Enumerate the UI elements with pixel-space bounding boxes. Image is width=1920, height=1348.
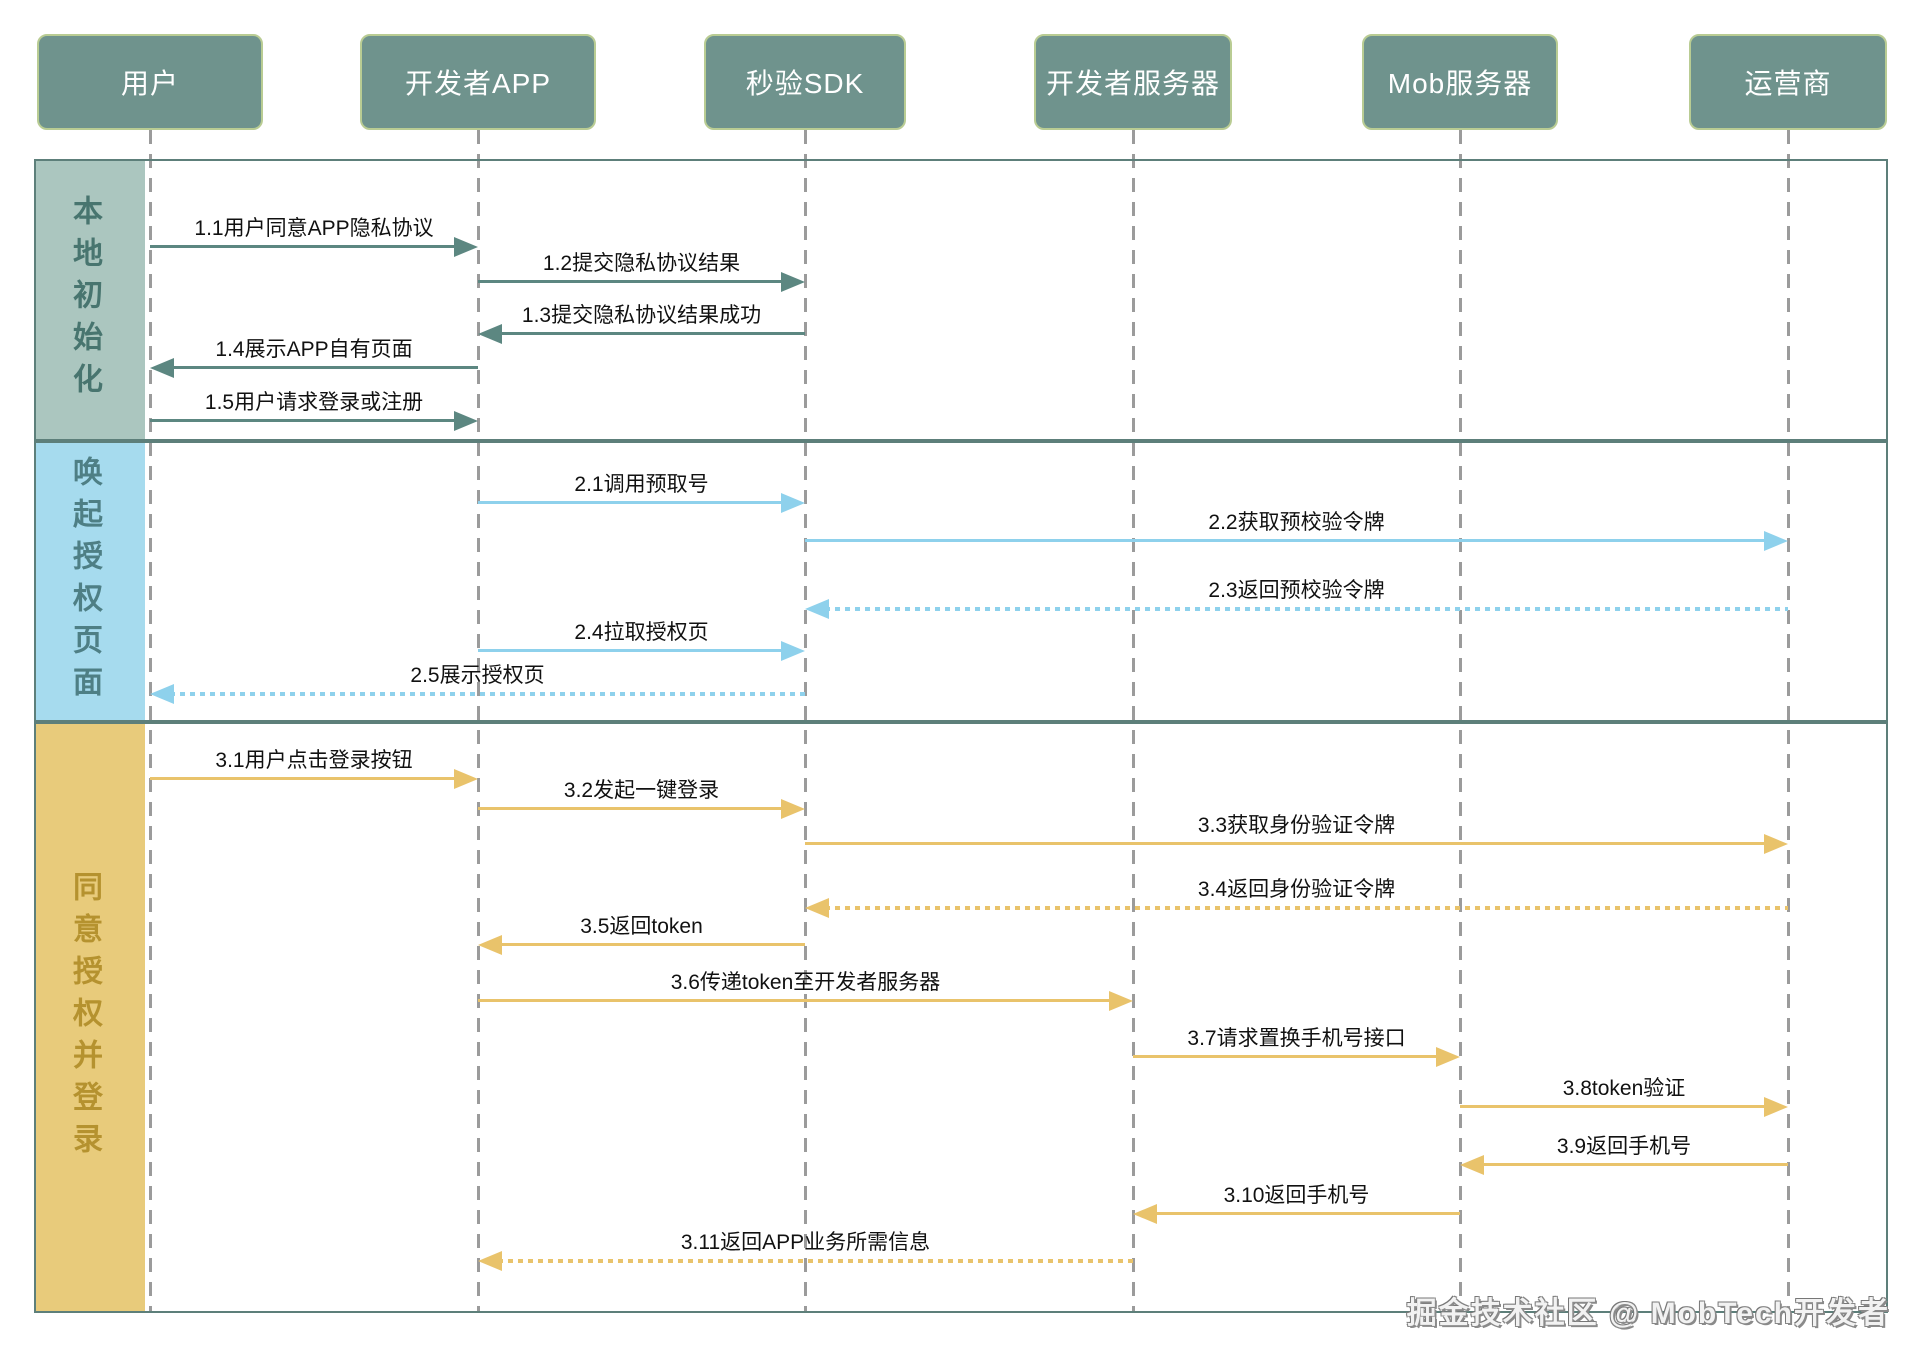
message-line-1.5 <box>150 419 458 422</box>
message-label-2.1: 2.1调用预取号 <box>574 473 709 496</box>
message-arrowhead-2.4 <box>781 641 805 661</box>
watermark: 掘金技术社区 @ MobTech开发者 <box>1406 1297 1890 1330</box>
actor-box-secverify-sdk: 秒验SDK <box>704 34 906 130</box>
phase-label-invoke-auth-page: 唤起授权页面 <box>68 455 101 708</box>
message-line-1.3 <box>498 332 805 335</box>
message-arrowhead-3.11 <box>478 1251 502 1271</box>
message-line-1.4 <box>170 366 478 369</box>
message-label-1.4: 1.4展示APP自有页面 <box>215 338 413 361</box>
message-line-3.7 <box>1133 1055 1440 1058</box>
message-arrowhead-2.1 <box>781 493 805 513</box>
phase-section-invoke-auth-page <box>34 441 1888 722</box>
message-line-2.1 <box>478 501 785 504</box>
message-label-3.1: 3.1用户点击登录按钮 <box>215 749 413 772</box>
message-arrowhead-2.2 <box>1764 531 1788 551</box>
message-arrowhead-3.6 <box>1109 991 1133 1011</box>
phase-band-invoke-auth-page <box>36 443 145 720</box>
message-arrowhead-3.10 <box>1133 1204 1157 1224</box>
message-line-1.2 <box>478 280 785 283</box>
message-arrowhead-1.3 <box>478 324 502 344</box>
phase-label-local-init: 本地初始化 <box>68 195 101 405</box>
message-line-3.4 <box>825 906 1788 910</box>
phase-label-agree-auth-and-login: 同意授权并登录 <box>68 870 101 1165</box>
message-label-3.6: 3.6传递token至开发者服务器 <box>670 971 941 994</box>
phase-band-agree-auth-and-login <box>36 724 145 1311</box>
message-label-3.2: 3.2发起一键登录 <box>563 779 720 802</box>
message-line-3.2 <box>478 807 785 810</box>
message-arrowhead-3.4 <box>805 898 829 918</box>
message-line-2.3 <box>825 607 1788 611</box>
message-line-2.4 <box>478 649 785 652</box>
message-arrowhead-1.1 <box>454 237 478 257</box>
message-label-3.10: 3.10返回手机号 <box>1223 1184 1370 1207</box>
message-line-1.1 <box>150 245 458 248</box>
message-line-3.9 <box>1480 1163 1788 1166</box>
message-label-3.8: 3.8token验证 <box>1562 1077 1686 1100</box>
message-arrowhead-3.2 <box>781 799 805 819</box>
phase-section-agree-auth-and-login <box>34 722 1888 1313</box>
message-line-3.6 <box>478 999 1113 1002</box>
message-label-3.3: 3.3获取身份验证令牌 <box>1197 814 1396 837</box>
actor-box-developer-server: 开发者服务器 <box>1034 34 1232 130</box>
message-arrowhead-1.2 <box>781 272 805 292</box>
message-label-2.2: 2.2获取预校验令牌 <box>1208 511 1385 534</box>
message-arrowhead-3.9 <box>1460 1155 1484 1175</box>
message-line-3.11 <box>498 1259 1133 1263</box>
message-line-2.5 <box>170 692 805 696</box>
message-label-3.5: 3.5返回token <box>580 915 703 938</box>
message-label-1.5: 1.5用户请求登录或注册 <box>204 391 424 414</box>
message-label-2.4: 2.4拉取授权页 <box>574 621 709 644</box>
message-arrowhead-1.5 <box>454 411 478 431</box>
message-label-2.3: 2.3返回预校验令牌 <box>1208 579 1385 602</box>
actor-box-developer-app: 开发者APP <box>360 34 596 130</box>
message-label-3.9: 3.9返回手机号 <box>1556 1135 1692 1158</box>
message-label-2.5: 2.5展示授权页 <box>410 664 545 687</box>
message-arrowhead-2.3 <box>805 599 829 619</box>
actor-box-mob-server: Mob服务器 <box>1362 34 1558 130</box>
phase-band-local-init <box>36 161 145 439</box>
message-arrowhead-1.4 <box>150 358 174 378</box>
message-arrowhead-2.5 <box>150 684 174 704</box>
message-arrowhead-3.7 <box>1436 1047 1460 1067</box>
message-line-3.1 <box>150 777 458 780</box>
message-line-3.5 <box>498 943 805 946</box>
message-line-2.2 <box>805 539 1768 542</box>
phase-section-local-init <box>34 159 1888 441</box>
message-label-1.3: 1.3提交隐私协议结果成功 <box>521 304 762 327</box>
message-arrowhead-3.1 <box>454 769 478 789</box>
actor-box-carrier: 运营商 <box>1689 34 1887 130</box>
message-line-3.8 <box>1460 1105 1768 1108</box>
message-line-3.3 <box>805 842 1768 845</box>
message-label-1.2: 1.2提交隐私协议结果 <box>542 252 741 275</box>
actor-box-user: 用户 <box>37 34 263 130</box>
message-label-1.1: 1.1用户同意APP隐私协议 <box>194 217 434 240</box>
message-label-3.7: 3.7请求置换手机号接口 <box>1187 1027 1406 1050</box>
message-arrowhead-3.3 <box>1764 834 1788 854</box>
message-label-3.11: 3.11返回APP业务所需信息 <box>680 1231 931 1254</box>
message-line-3.10 <box>1153 1212 1460 1215</box>
message-arrowhead-3.8 <box>1764 1097 1788 1117</box>
message-arrowhead-3.5 <box>478 935 502 955</box>
message-label-3.4: 3.4返回身份验证令牌 <box>1197 878 1396 901</box>
